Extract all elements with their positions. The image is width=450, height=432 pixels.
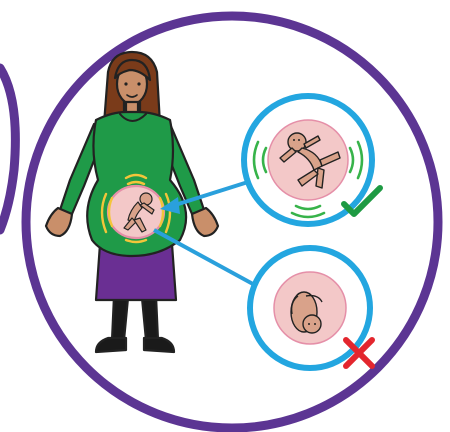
- still-baby-callout: [250, 248, 372, 368]
- neighbour-circle-edge: [0, 68, 15, 230]
- right-leg: [142, 296, 158, 340]
- left-leg: [112, 296, 128, 340]
